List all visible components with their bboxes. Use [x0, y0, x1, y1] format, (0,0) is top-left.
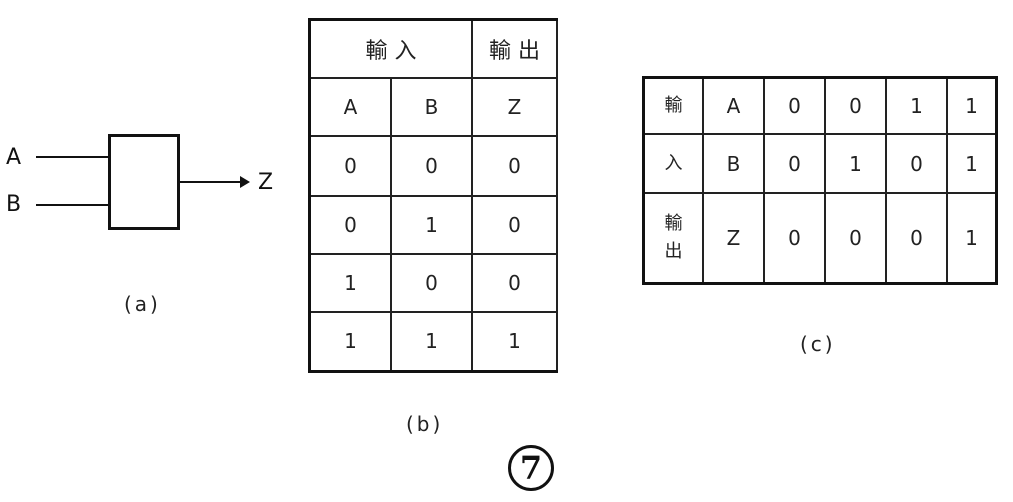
cell-a: 1	[309, 311, 392, 373]
column-header-b: B	[391, 77, 473, 137]
input-b-wire	[36, 204, 110, 206]
truth-table-c: 輸 A 0 0 1 1 入 B 0 1 0 1 輸 出 Z 0 0 0 1	[642, 76, 998, 285]
side-label-input-top: 輸	[643, 77, 704, 136]
cell-a: 0	[309, 195, 392, 255]
cell: 0	[764, 134, 826, 195]
side-label-output-bottom: 出	[664, 241, 683, 263]
input-a-label: A	[6, 145, 22, 170]
cell: 1	[947, 77, 998, 136]
header-output: 輸 出	[472, 19, 558, 79]
cell-z: 0	[472, 195, 558, 255]
cell-b: 0	[391, 135, 473, 197]
header-input: 輸 入	[309, 19, 473, 79]
table-row: 輸 A 0 0 1 1	[643, 77, 998, 136]
table-row: 1 0 0	[309, 253, 558, 313]
row-label-z: Z	[703, 193, 765, 285]
cell: 1	[947, 193, 998, 285]
caption-a: (a)	[124, 292, 161, 316]
logic-block-diagram: A B Z (a)	[0, 0, 290, 330]
cell: 0	[764, 193, 826, 285]
truth-table-b: 輸 入 輸 出 A B Z 0 0 0 0 1 0 1 0 0 1 1 1	[308, 18, 558, 373]
output-z-label: Z	[258, 170, 274, 195]
cell-a: 0	[309, 135, 392, 197]
cell-z: 0	[472, 253, 558, 313]
cell: 0	[764, 77, 826, 136]
row-label-b: B	[703, 134, 765, 195]
output-z-wire	[180, 181, 244, 183]
cell: 0	[825, 77, 887, 136]
table-row: 入 B 0 1 0 1	[643, 134, 998, 195]
table-row: 輸 出 Z 0 0 0 1	[643, 193, 998, 285]
side-label-output: 輸 出	[643, 193, 704, 285]
cell: 1	[947, 134, 998, 195]
cell-b: 1	[391, 311, 473, 373]
table-row: 0 1 0	[309, 195, 558, 255]
side-label-output-top: 輸	[664, 213, 683, 235]
side-label-input-bottom: 入	[643, 134, 704, 195]
cell: 0	[825, 193, 887, 285]
caption-c: (c)	[800, 332, 836, 356]
input-b-label: B	[6, 192, 22, 217]
row-label-a: A	[703, 77, 765, 136]
cell-a: 1	[309, 253, 392, 313]
cell: 0	[886, 134, 948, 195]
output-arrow-icon	[240, 176, 250, 188]
cell-z: 0	[472, 135, 558, 197]
table-row: 1 1 1	[309, 311, 558, 373]
caption-b: (b)	[406, 412, 444, 436]
cell-z: 1	[472, 311, 558, 373]
cell: 0	[886, 193, 948, 285]
figure-number-badge: 7	[508, 445, 554, 491]
table-row: 0 0 0	[309, 135, 558, 197]
cell: 1	[886, 77, 948, 136]
cell: 1	[825, 134, 887, 195]
column-header-z: Z	[472, 77, 558, 137]
cell-b: 1	[391, 195, 473, 255]
logic-gate-block	[108, 134, 180, 230]
column-header-a: A	[309, 77, 392, 137]
cell-b: 0	[391, 253, 473, 313]
figure-number: 7	[519, 449, 543, 487]
input-a-wire	[36, 156, 110, 158]
